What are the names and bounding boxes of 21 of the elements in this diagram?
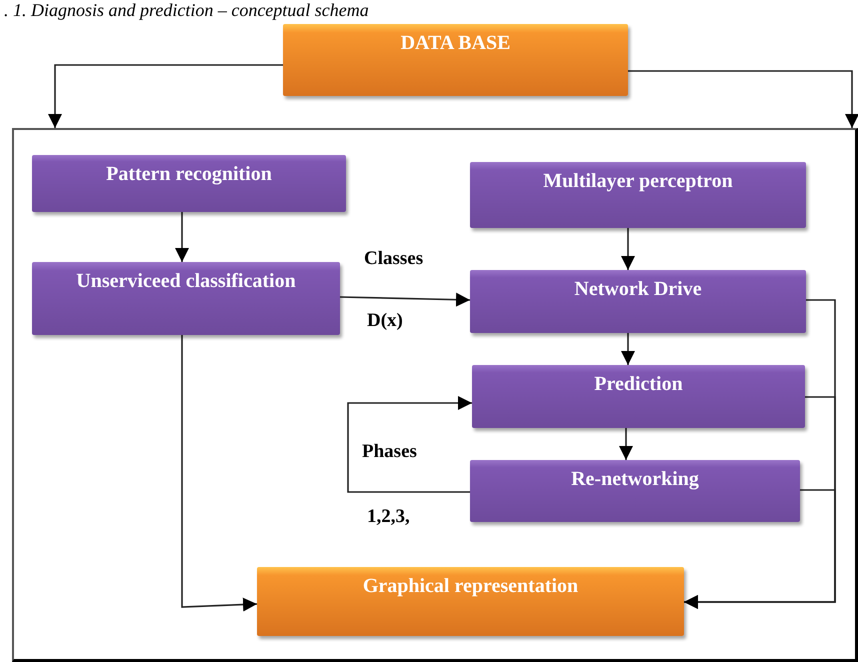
- arrow: [48, 64, 283, 128]
- arrow: [347, 396, 472, 493]
- process-box: DATA BASE: [283, 24, 628, 96]
- process-box: Pattern recognition: [32, 155, 346, 212]
- arrow: [621, 333, 635, 365]
- process-box: Network Drive: [470, 270, 806, 333]
- process-box: Graphical representation: [257, 567, 684, 636]
- arrow: [175, 212, 189, 262]
- figure-title: . 1. Diagnosis and prediction – conceptual schema: [4, 0, 369, 21]
- arrow: [628, 70, 858, 128]
- arrow: [684, 489, 836, 609]
- arrow: [621, 228, 635, 270]
- signal-label: D(x): [365, 310, 405, 332]
- process-box: Unserviceed classification: [32, 262, 340, 335]
- process-box: Re-networking: [470, 460, 800, 522]
- arrow: [619, 428, 633, 460]
- process-box: Prediction: [472, 365, 805, 428]
- arrow: [181, 335, 258, 612]
- process-box: Multilayer perceptron: [470, 162, 806, 228]
- arrow: [340, 292, 470, 307]
- frame-box: [12, 128, 858, 662]
